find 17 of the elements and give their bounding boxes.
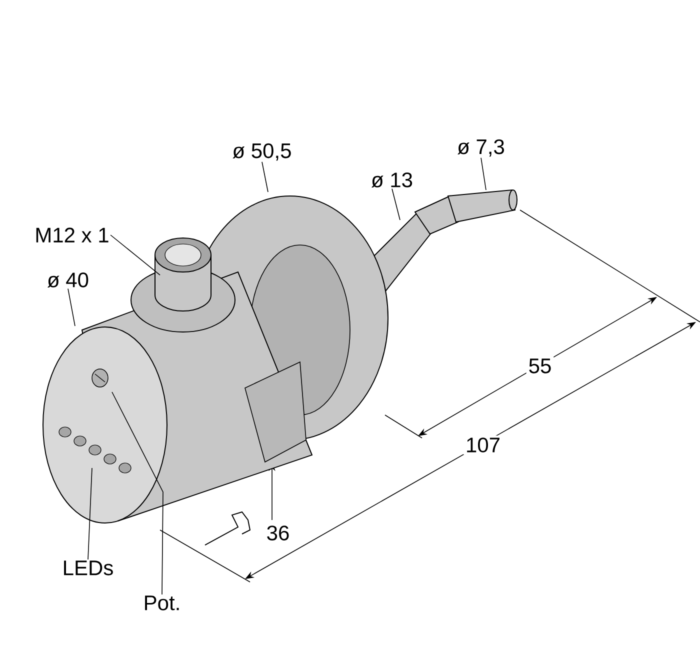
dimension-label: Pot. <box>145 596 179 610</box>
dimension-label: ø 13 <box>371 172 412 188</box>
leader-line <box>68 288 76 326</box>
dimension-label: ø 40 <box>47 272 88 288</box>
dimension-label: M12 x 1 <box>36 228 108 242</box>
leader-line <box>112 392 164 595</box>
dimension-label: ø 50,5 <box>232 143 291 161</box>
leader-line <box>262 161 268 192</box>
dimension-label: 55 <box>526 356 554 376</box>
leader-line <box>110 234 160 276</box>
leader-line <box>480 157 486 190</box>
dimension-label: ø 7,3 <box>458 139 504 157</box>
dimension-label: 107 <box>464 436 503 454</box>
dimension-label: 36 <box>264 524 292 542</box>
leader-line <box>392 188 400 220</box>
dimension-label: LEDs <box>64 560 113 576</box>
leader-line <box>88 468 92 560</box>
